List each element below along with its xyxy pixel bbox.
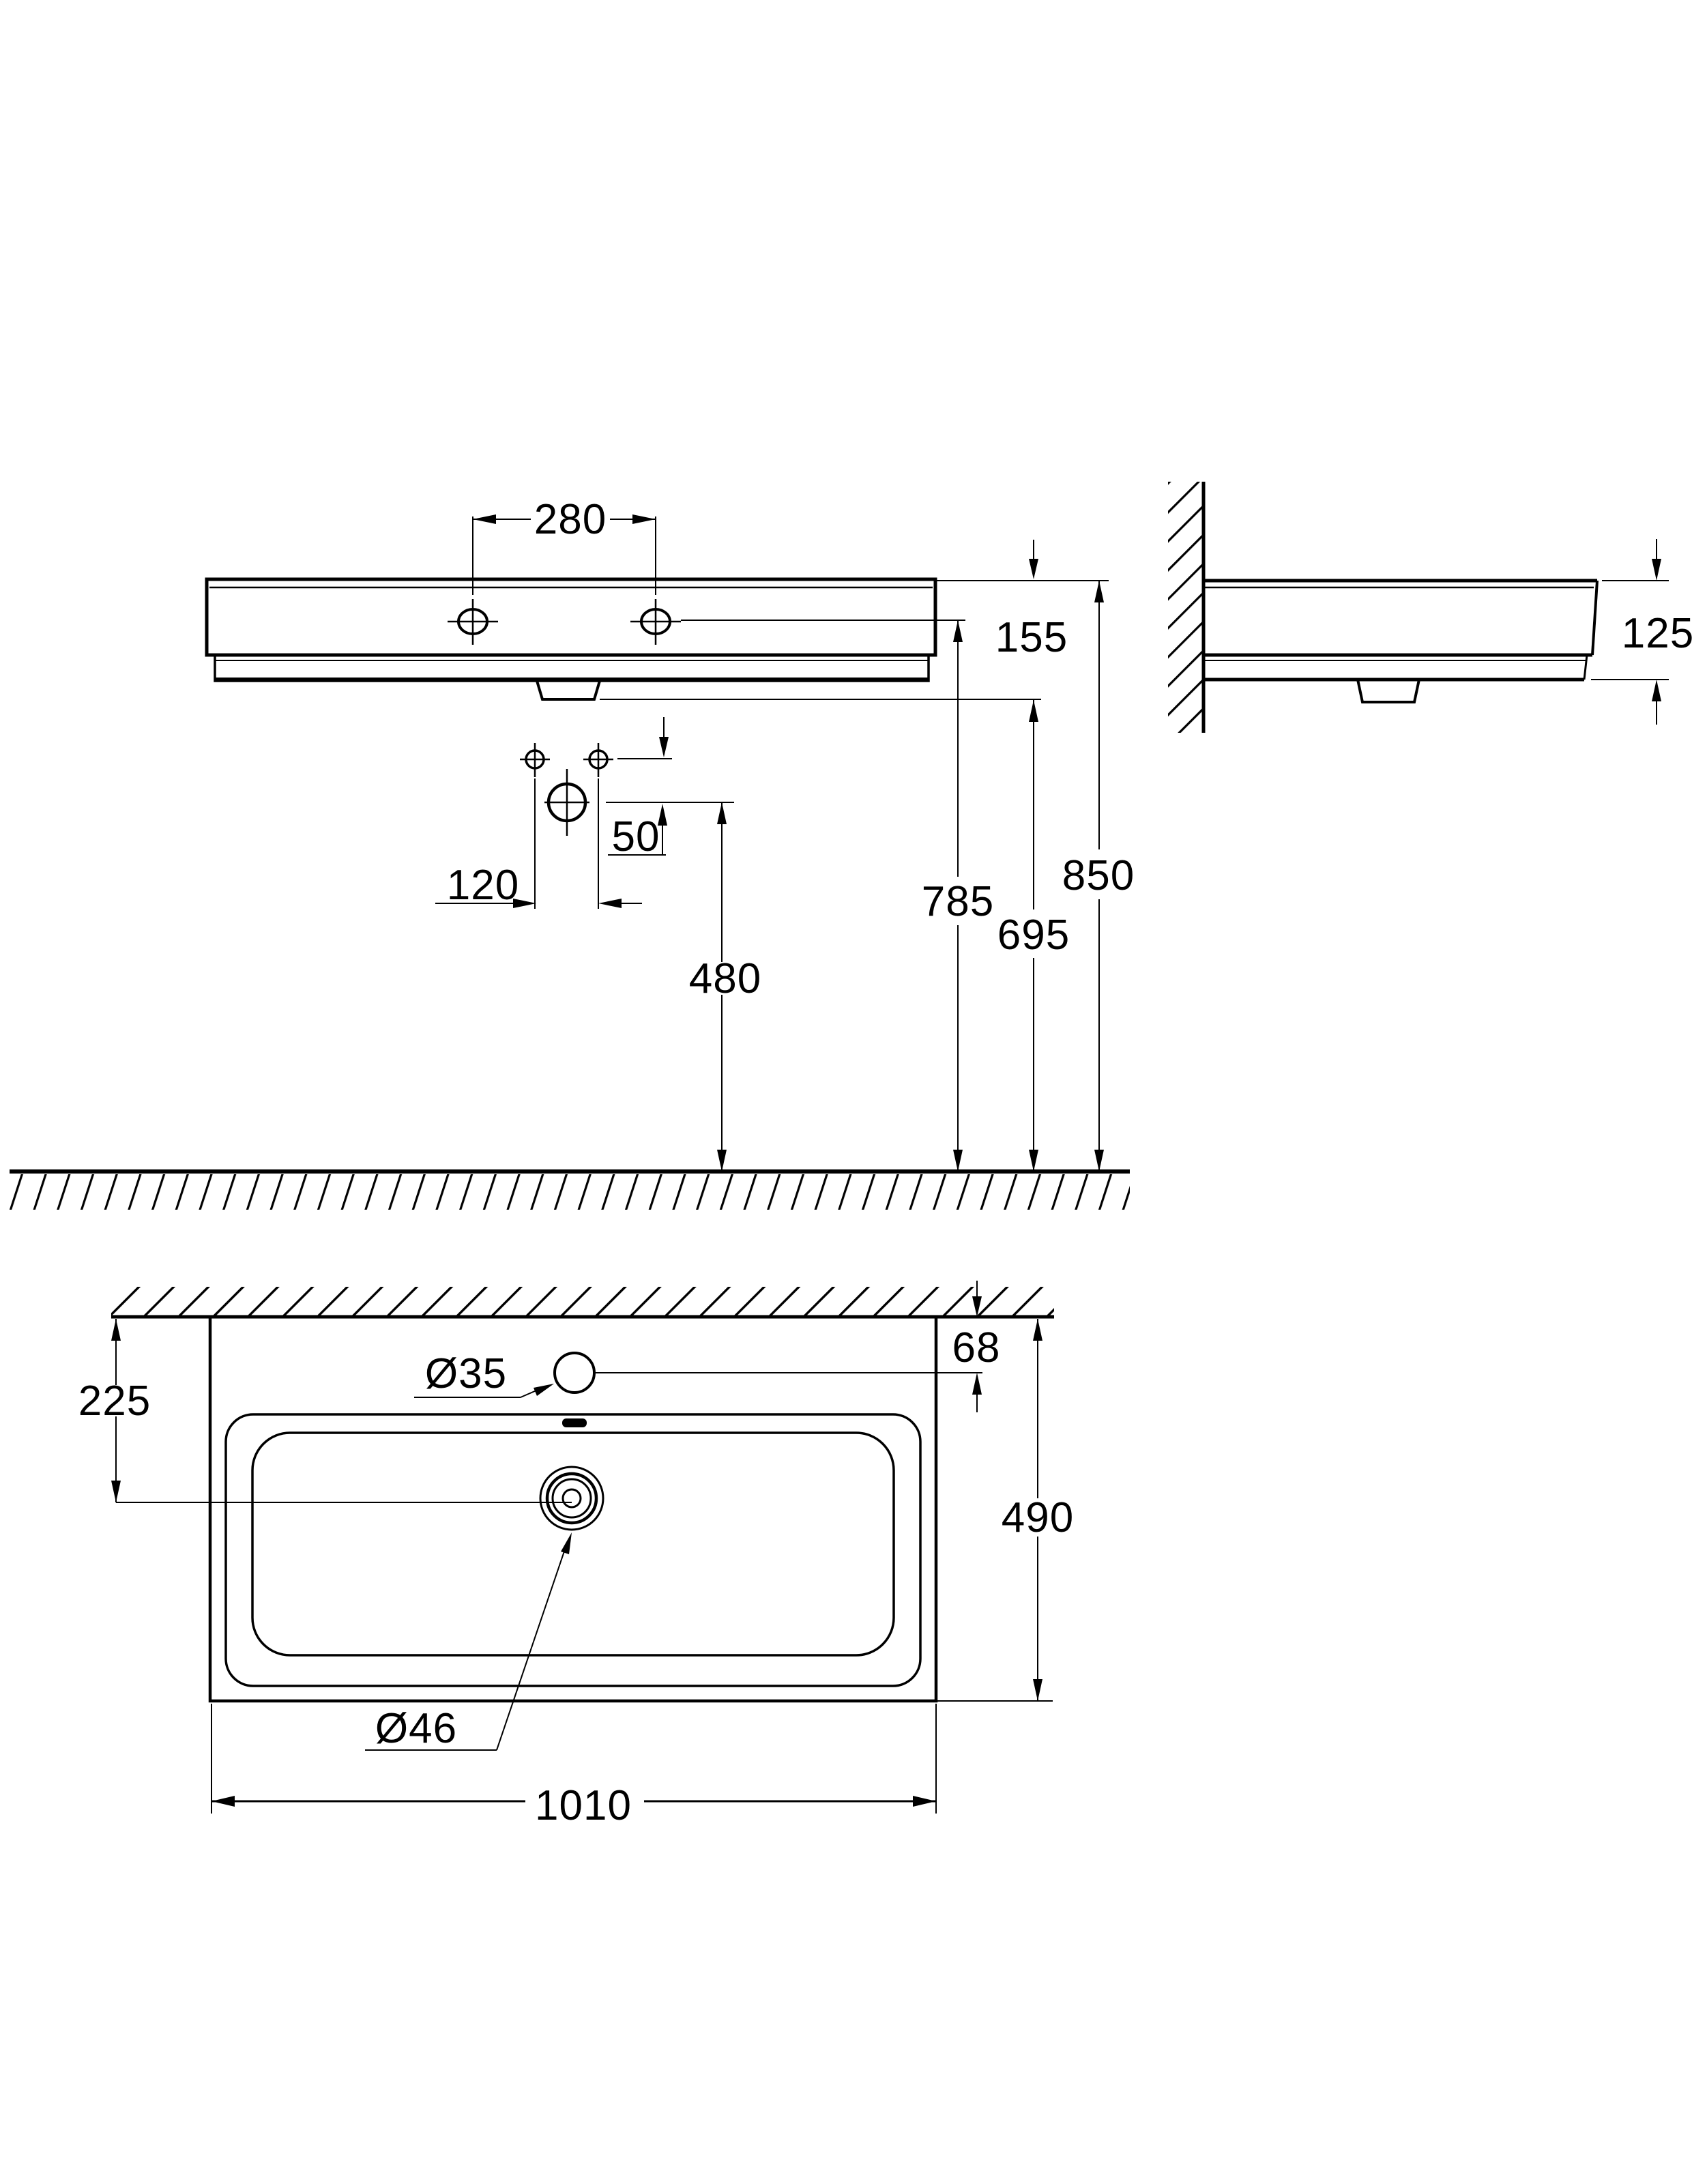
arrow-right-icon [513, 899, 536, 908]
top-faucet-hole [553, 1352, 596, 1394]
side-view [1168, 482, 1669, 733]
arrow-icon [534, 1384, 554, 1396]
arrow-left-icon [212, 1796, 235, 1807]
label-dia35 [414, 1384, 554, 1398]
dim-label-695: 695 [997, 912, 1070, 959]
dim-785 [953, 620, 963, 1171]
arrow-up-icon [658, 804, 667, 826]
top-basin-rim [224, 1413, 922, 1687]
dimension-labels: 280 155 785 695 850 120 50 480 125 68 22… [78, 496, 1692, 1829]
arrow-left-icon [598, 899, 622, 908]
dim-label-155: 155 [995, 614, 1068, 661]
dim-label-dia35: Ø35 [425, 1350, 507, 1397]
dim-label-480: 480 [689, 955, 761, 1002]
dim-label-280: 280 [534, 496, 607, 543]
front-view-dimensions [435, 514, 1109, 1171]
front-faucet-hole-right [630, 599, 681, 645]
arrow-icon [561, 1532, 572, 1554]
dim-225 [111, 1319, 572, 1503]
arrow-down-icon [1029, 1150, 1038, 1171]
arrow-up-icon [1652, 680, 1661, 701]
dim-label-785: 785 [922, 878, 994, 925]
dim-label-225: 225 [78, 1378, 151, 1425]
dim-label-50: 50 [612, 813, 660, 860]
floor [10, 1169, 1130, 1210]
arrow-down-icon [111, 1481, 121, 1502]
arrow-down-icon [953, 1150, 963, 1171]
floor-hatch [10, 1174, 1130, 1210]
side-drain-trap [1356, 679, 1420, 703]
dim-125 [1591, 539, 1669, 725]
dim-label-120: 120 [447, 862, 519, 909]
front-basin-skirt [214, 654, 930, 682]
arrow-down-icon [1029, 559, 1038, 579]
dim-1010 [211, 1704, 937, 1814]
arrow-right-icon [913, 1796, 936, 1807]
front-drain-trap [536, 680, 601, 701]
front-mounting-hole-right [583, 743, 613, 777]
top-drain-rings [539, 1466, 604, 1531]
dim-label-dia46: Ø46 [375, 1705, 457, 1752]
arrow-down-icon [1652, 559, 1661, 581]
arrow-up-icon [972, 1373, 982, 1395]
top-basin-outline [208, 1315, 938, 1703]
dim-label-850: 850 [1062, 852, 1135, 899]
arrow-left-icon [473, 514, 496, 524]
side-wall-hatch [1168, 482, 1202, 733]
front-basin-outline [205, 577, 937, 657]
overflow-slot [562, 1418, 587, 1427]
arrow-down-icon [717, 1150, 727, 1171]
arrow-down-icon [1033, 1679, 1042, 1701]
dim-68 [596, 1281, 982, 1412]
dim-280 [472, 514, 656, 595]
front-faucet-hole-left [448, 599, 498, 645]
dim-label-125: 125 [1622, 610, 1692, 657]
dim-label-68: 68 [952, 1324, 1001, 1371]
arrow-down-icon [972, 1296, 982, 1317]
arrow-right-icon [632, 514, 656, 524]
front-view [205, 577, 937, 836]
top-basin-bowl [251, 1431, 895, 1657]
dim-50 [608, 717, 669, 856]
dim-label-490: 490 [1002, 1494, 1074, 1541]
arrow-down-icon [1094, 1150, 1104, 1171]
top-view [111, 1281, 1054, 1814]
dim-120 [435, 778, 642, 909]
dim-850 [1094, 581, 1104, 1171]
top-wall-hatch [111, 1287, 1054, 1315]
dim-480 [717, 802, 727, 1171]
front-mounting-hole-left [520, 743, 550, 777]
arrow-down-icon [659, 737, 669, 757]
label-dia46 [365, 1532, 572, 1751]
dim-label-1010: 1010 [535, 1782, 632, 1829]
dim-490 [936, 1319, 1053, 1702]
dim-695 [1029, 700, 1038, 1171]
front-drain-hole [544, 769, 589, 836]
side-basin-front-edge [1591, 580, 1599, 656]
